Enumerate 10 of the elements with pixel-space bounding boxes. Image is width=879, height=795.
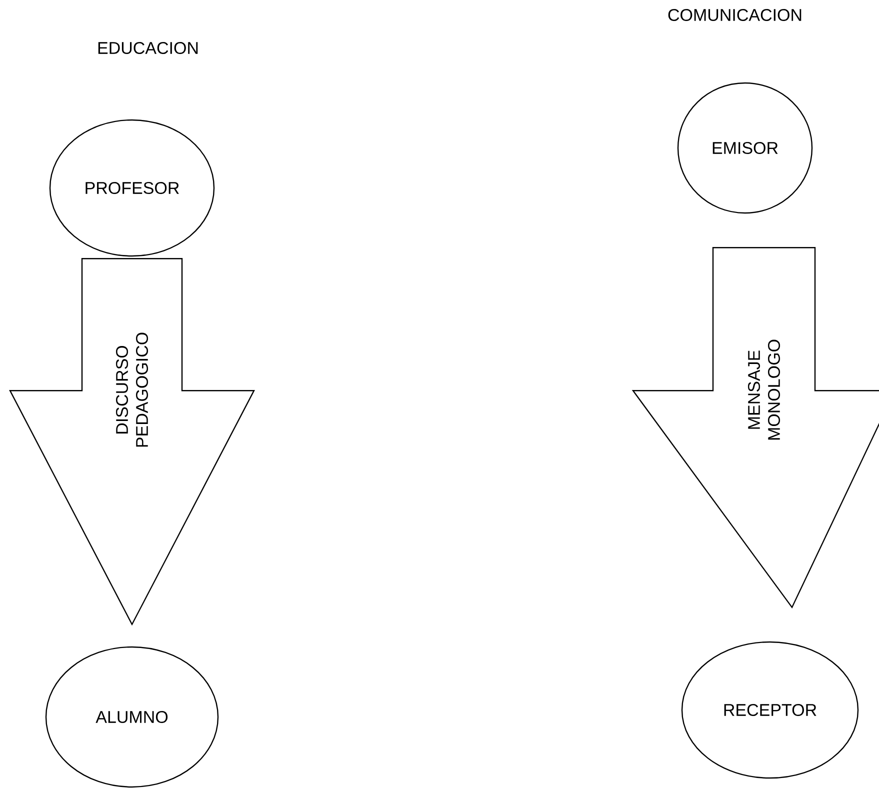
ellipse-node: RECEPTOR [681,641,859,779]
ellipse-node: PROFESOR [49,119,215,257]
ellipse-node: ALUMNO [45,646,219,788]
edge-label: MENSAJE MONOLOGO [748,340,780,440]
heading: EDUCACION [98,42,198,54]
edge-label: DISCURSO PEDAGOGICO [116,332,148,447]
ellipse-node: EMISOR [677,82,813,214]
heading: COMUNICACION [668,8,802,22]
block-arrow [9,258,255,626]
block-arrow [632,247,879,609]
